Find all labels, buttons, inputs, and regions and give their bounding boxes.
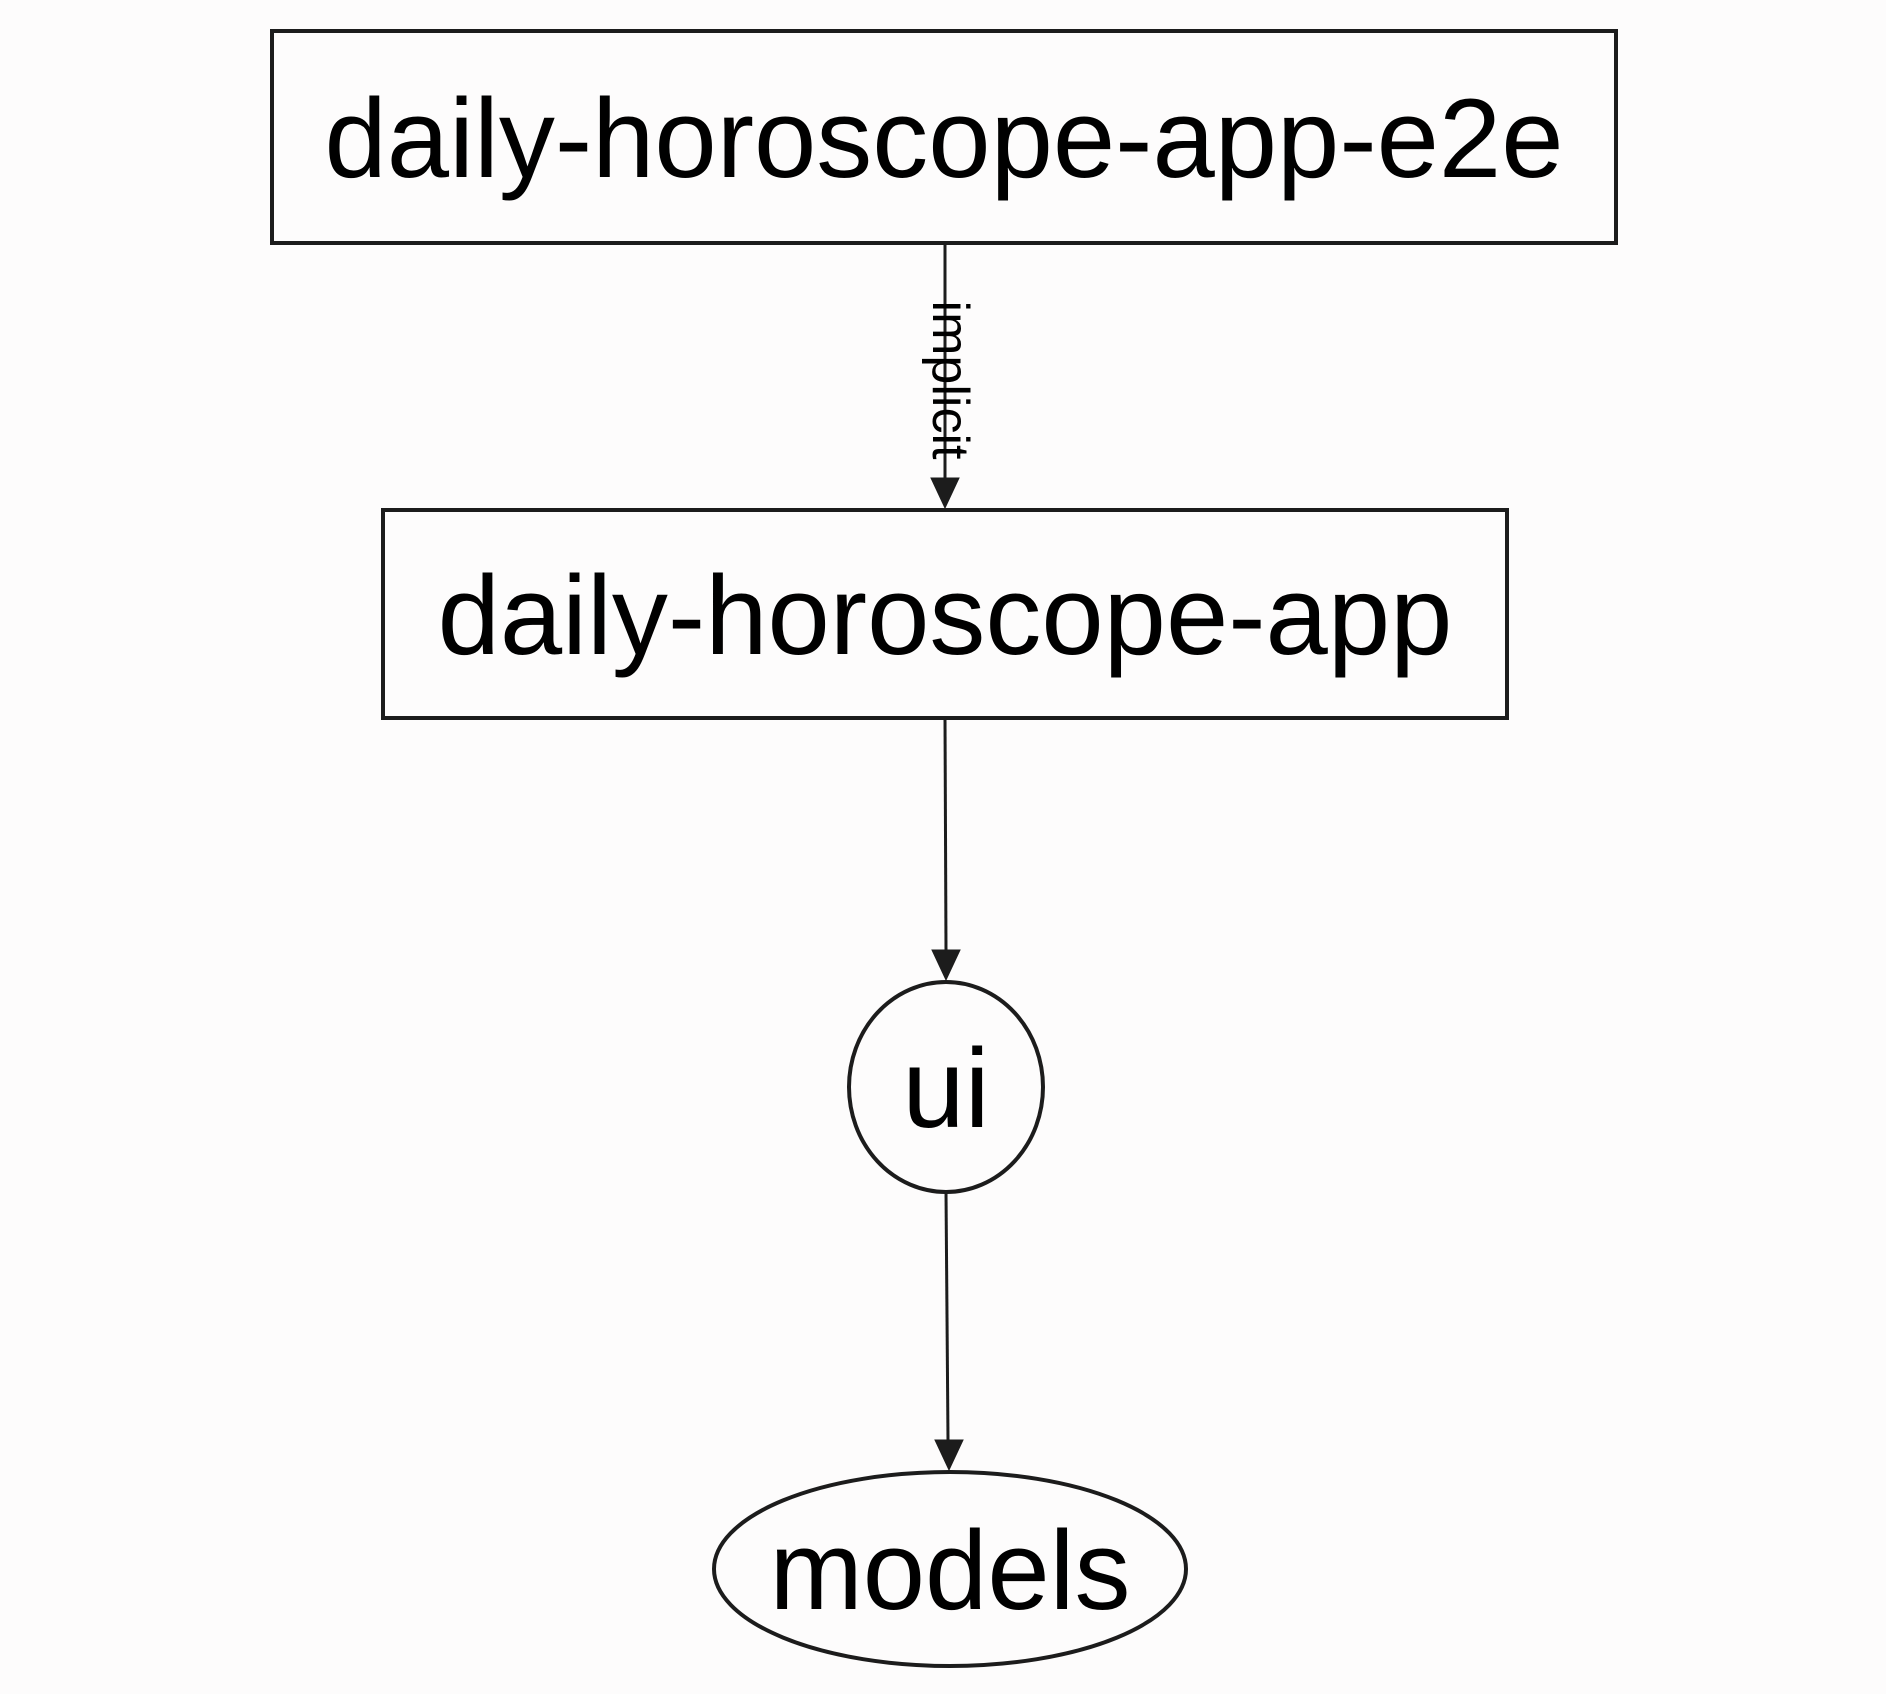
arrowhead-icon bbox=[930, 477, 960, 510]
edge-ui-to-models bbox=[934, 1191, 964, 1472]
node-label: models bbox=[769, 1508, 1130, 1633]
arrowhead-icon bbox=[934, 1439, 964, 1472]
node-label: ui bbox=[902, 1026, 989, 1151]
arrowhead-icon bbox=[931, 949, 961, 982]
edge-app-to-ui bbox=[931, 717, 961, 982]
node-ui[interactable]: ui bbox=[847, 980, 1045, 1194]
node-daily-horoscope-app-e2e[interactable]: daily-horoscope-app-e2e bbox=[270, 29, 1618, 245]
node-daily-horoscope-app[interactable]: daily-horoscope-app bbox=[381, 508, 1509, 720]
node-ellipse[interactable] bbox=[847, 980, 1045, 1194]
node-models[interactable]: models bbox=[712, 1470, 1188, 1668]
node-rectangle[interactable] bbox=[270, 29, 1618, 245]
node-label: daily-horoscope-app-e2e bbox=[325, 76, 1564, 201]
node-ellipse[interactable] bbox=[712, 1470, 1188, 1668]
edge-e2e-to-app bbox=[930, 243, 960, 510]
edge-label-implicit: implicit bbox=[921, 301, 979, 460]
node-label: daily-horoscope-app bbox=[438, 553, 1453, 678]
edge-line bbox=[943, 717, 948, 951]
node-rectangle[interactable] bbox=[381, 508, 1509, 720]
edge-line bbox=[944, 1191, 950, 1441]
